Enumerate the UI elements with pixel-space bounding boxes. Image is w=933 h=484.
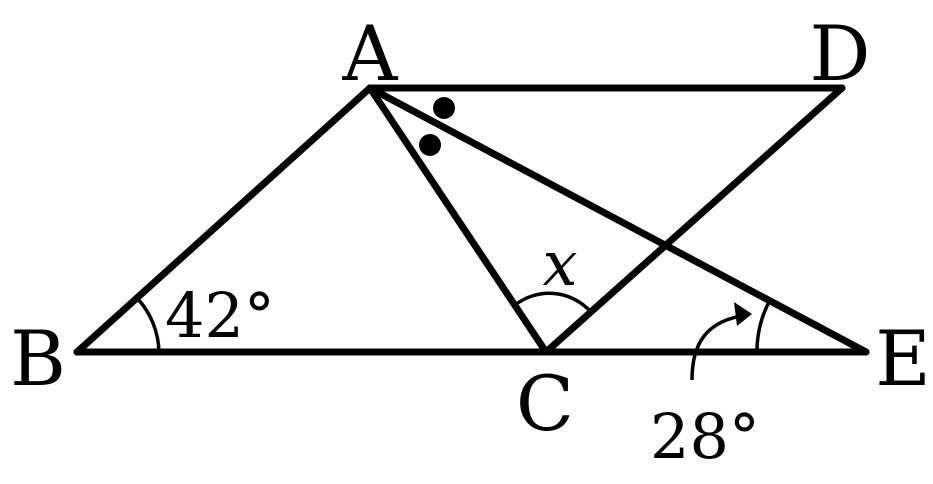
angle-label-B: 42° xyxy=(165,279,275,352)
pointer-arrow-28 xyxy=(690,313,749,381)
point-label-E: E xyxy=(875,314,930,403)
segment-AB xyxy=(73,84,374,356)
equal-angle-dot-2 xyxy=(419,134,441,156)
arrow-head-icon xyxy=(734,302,752,326)
angle-arc-E xyxy=(755,299,772,353)
point-label-D: D xyxy=(810,9,871,98)
angle-label-E: 28° xyxy=(650,400,760,473)
angle-label-x: x xyxy=(543,227,578,300)
angle-arc-B xyxy=(135,296,161,353)
point-label-B: B xyxy=(10,314,66,403)
angle-arc-x xyxy=(513,291,593,314)
segment-AE xyxy=(366,84,870,356)
segment-CD xyxy=(542,84,846,356)
equal-angle-dot-1 xyxy=(433,97,455,119)
point-label-C: C xyxy=(516,359,574,448)
point-label-A: A xyxy=(342,9,399,98)
segment-AC xyxy=(366,84,550,356)
